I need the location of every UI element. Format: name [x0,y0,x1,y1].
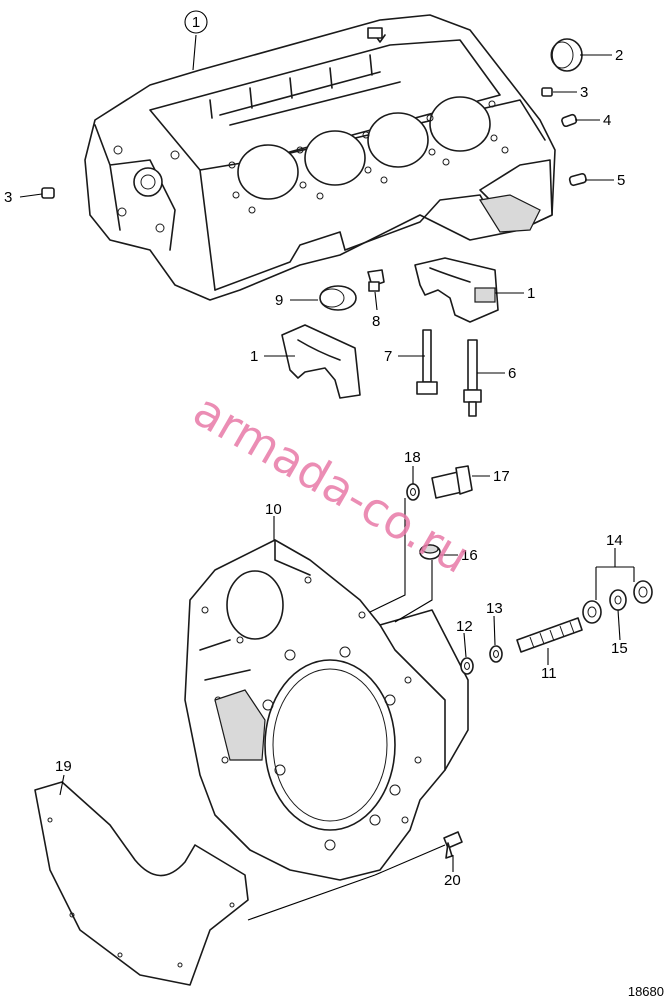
callout-12: 12 [456,618,473,635]
washer-15 [609,589,627,611]
main-cap-stud [463,339,482,417]
callout-6: 6 [508,365,516,382]
callout-1-cap-right: 1 [527,285,535,302]
main-bearing-cap-left [281,324,361,399]
flywheel-housing [184,539,469,881]
inspection-cover-plate [34,781,249,986]
expansion-plug [550,38,583,72]
callout-1-circle [184,10,208,34]
callout-labels: 1 2 3 3 4 5 1 9 8 1 7 6 18 17 10 16 14 1… [4,10,628,889]
dowel-pin [561,113,578,128]
pipe-plug-left [41,187,55,199]
callout-1-cap-left: 1 [250,348,258,365]
callout-3-right: 3 [580,84,588,101]
washer-12 [460,657,474,675]
callout-15: 15 [611,640,628,657]
callout-2: 2 [615,47,623,64]
bolt-17 [431,465,473,499]
callout-17: 17 [493,468,510,485]
pipe-plug-right [541,87,553,97]
main-bearing-cap-right [414,257,499,323]
callout-1-top: 1 [192,14,200,31]
callout-9: 9 [275,292,283,309]
oil-gallery-plug [367,269,385,292]
stud-11 [516,617,583,653]
leader-lines [19,34,635,921]
callout-20: 20 [444,872,461,889]
main-cap-bolt [416,329,438,395]
washer-13 [489,645,503,663]
callout-14: 14 [606,532,623,549]
plug-16 [419,544,441,560]
figure-id: 18680 [628,984,664,999]
callout-10: 10 [265,501,282,518]
callout-18: 18 [404,449,421,466]
engine-block [84,14,556,301]
callout-11: 11 [541,665,557,682]
callout-3-left: 3 [4,189,12,206]
callout-5: 5 [617,172,625,189]
locating-pin [568,172,587,187]
nut-outer [633,580,653,604]
nut-inner [582,600,602,624]
callout-4: 4 [603,112,611,129]
callout-8: 8 [372,313,380,330]
cam-bushing [319,285,357,311]
callout-19: 19 [55,758,72,775]
bolt-20 [443,831,463,859]
callout-16: 16 [461,547,478,564]
callout-7: 7 [384,348,392,365]
callout-13: 13 [486,600,503,617]
